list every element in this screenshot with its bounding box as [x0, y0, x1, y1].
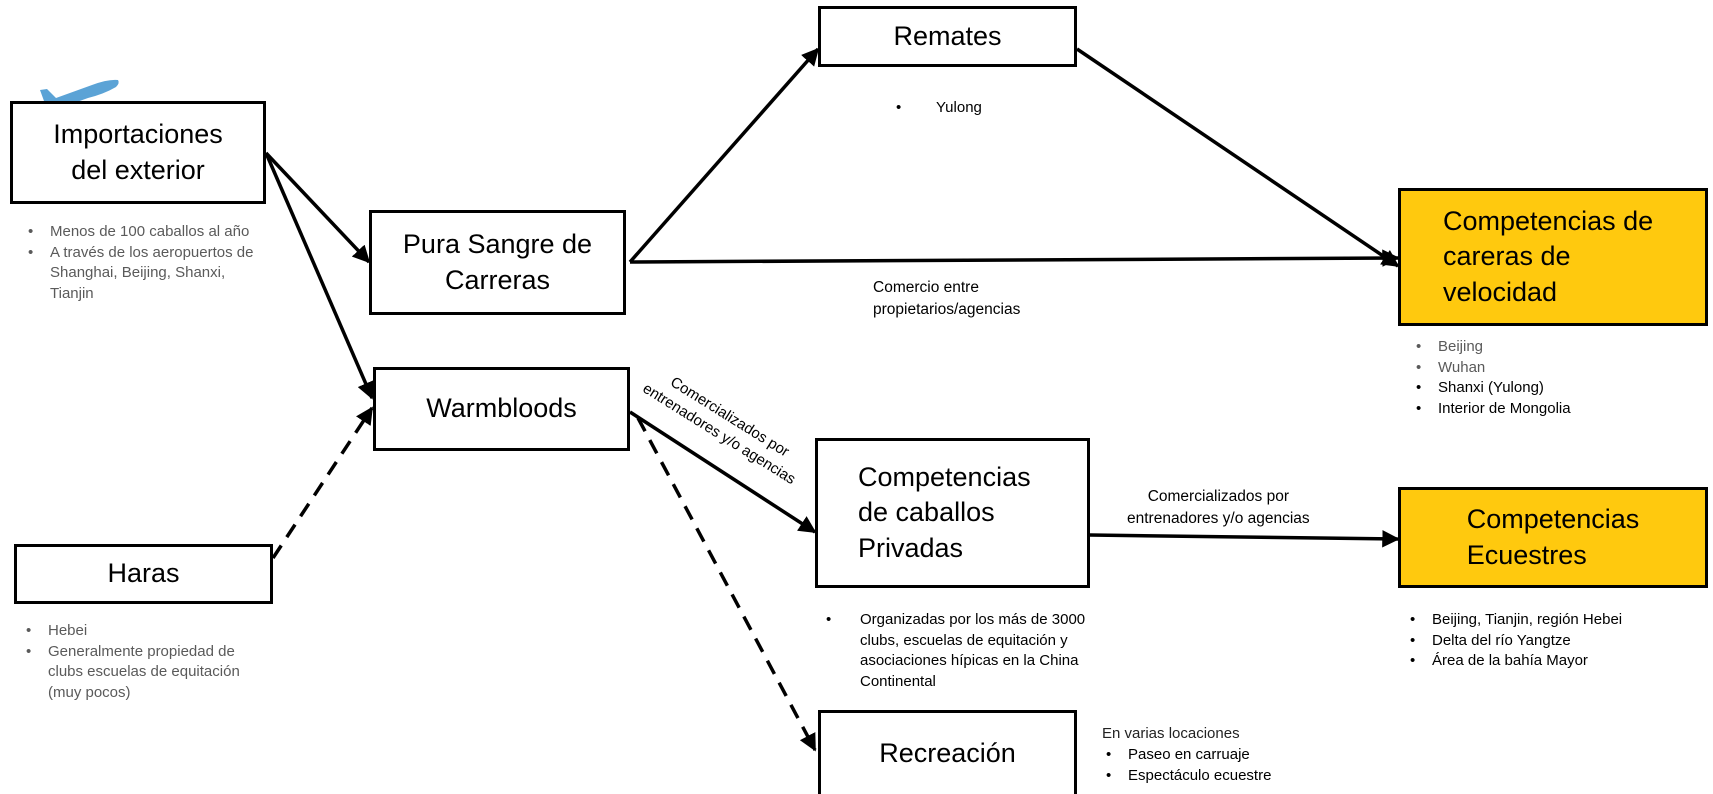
list-item: Yulong: [892, 98, 1052, 119]
list-item: Hebei: [22, 621, 262, 642]
box-importaciones: Importaciones del exterior: [10, 101, 266, 204]
box-haras: Haras: [14, 544, 273, 604]
list-item: Menos de 100 caballos al año: [24, 222, 254, 243]
list-item: Beijing, Tianjin, región Hebei: [1406, 610, 1706, 631]
arrow-importaciones-to-warmbloods: [264, 152, 374, 400]
box-haras-label: Haras: [107, 558, 180, 589]
recreacion-bullets: Paseo en carruaje Espectáculo ecuestre: [1102, 745, 1362, 786]
box-recreacion: Recreación: [818, 710, 1077, 794]
box-remates: Remates: [818, 6, 1077, 67]
arrow-pura-sangre-to-remates: [628, 47, 820, 264]
box-competencias-privadas: Competencias de caballos Privadas: [815, 438, 1090, 588]
box-competencias-ecuestres-label: Competencias Ecuestres: [1466, 504, 1640, 570]
box-warmbloods-label: Warmbloods: [426, 393, 577, 424]
list-item: A través de los aeropuertos de Shanghai,…: [24, 243, 254, 305]
haras-bullets: Hebei Generalmente propiedad de clubs es…: [22, 621, 262, 704]
list-item: Paseo en carruaje: [1102, 745, 1362, 766]
box-recreacion-label: Recreación: [879, 737, 1016, 768]
list-item: Organizadas por los más de 3000 clubs, e…: [822, 610, 1102, 693]
arrow-warmbloods-to-privadas: [629, 410, 817, 534]
box-warmbloods: Warmbloods: [373, 367, 630, 451]
box-competencias-velocidad: Competencias de careras de velocidad: [1398, 188, 1708, 326]
arrow-warmbloods-to-recreacion: [636, 417, 817, 752]
privadas-bullets: Organizadas por los más de 3000 clubs, e…: [822, 610, 1102, 693]
box-pura-sangre: Pura Sangre de Carreras: [369, 210, 626, 315]
importaciones-bullets: Menos de 100 caballos al año A través de…: [24, 222, 254, 305]
airplane-icon: [38, 79, 119, 124]
arrow-pura-sangre-to-velocidad: [629, 249, 1400, 267]
list-item: Espectáculo ecuestre: [1102, 766, 1362, 787]
list-item: Interior de Mongolia: [1412, 399, 1672, 420]
list-item: Beijing: [1412, 337, 1672, 358]
list-item: Shanxi (Yulong): [1412, 378, 1672, 399]
list-item: Área de la bahía Mayor: [1406, 651, 1706, 672]
arrow-privadas-to-ecuestres: [1089, 530, 1400, 548]
arrow-haras-to-warmbloods: [271, 406, 374, 559]
box-competencias-ecuestres: Competencias Ecuestres: [1398, 487, 1708, 588]
box-importaciones-label: Importaciones del exterior: [53, 119, 223, 185]
box-competencias-privadas-label: Competencias de caballos Privadas: [858, 462, 1031, 563]
list-item: Delta del río Yangtze: [1406, 631, 1706, 652]
ecuestres-link-label: Comercializados por entrenadores y/o age…: [1127, 488, 1310, 528]
box-pura-sangre-label: Pura Sangre de Carreras: [402, 229, 593, 295]
comercio-label: Comercio entre propietarios/agencias: [873, 279, 1021, 319]
ecuestres-bullets: Beijing, Tianjin, región Hebei Delta del…: [1406, 610, 1706, 672]
box-competencias-velocidad-label: Competencias de careras de velocidad: [1443, 206, 1654, 307]
arrow-importaciones-to-pura-sangre: [264, 151, 371, 264]
arrow-remates-to-velocidad: [1076, 47, 1400, 268]
recreacion-header: En varias locaciones: [1102, 725, 1240, 742]
list-item: Generalmente propiedad de clubs escuelas…: [22, 642, 262, 704]
box-remates-label: Remates: [893, 20, 1002, 51]
velocidad-bullets: Beijing Wuhan Shanxi (Yulong) Interior d…: [1412, 337, 1672, 420]
list-item: Wuhan: [1412, 358, 1672, 379]
remates-bullets: Yulong: [892, 98, 1052, 119]
